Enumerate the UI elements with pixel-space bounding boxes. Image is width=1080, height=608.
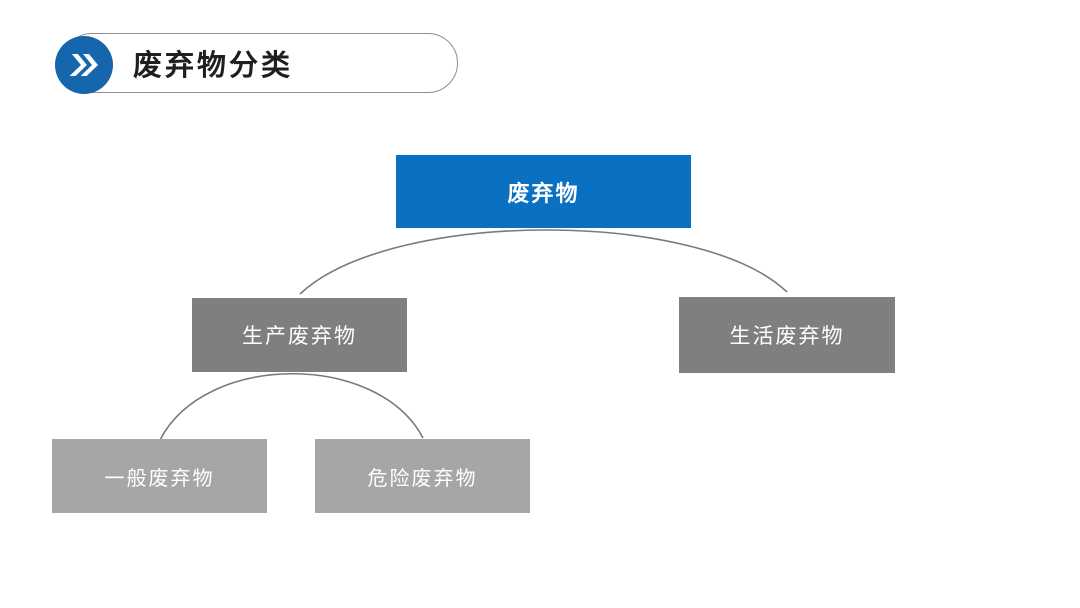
node-label: 危险废弃物	[367, 467, 478, 490]
double-chevron-right-icon	[67, 51, 101, 79]
node-household-waste: 生活废弃物	[679, 297, 895, 373]
node-label: 生产废弃物	[242, 324, 357, 348]
title-badge	[55, 36, 113, 94]
node-label: 生活废弃物	[729, 324, 845, 348]
page-title: 废弃物分类	[133, 50, 294, 82]
edge-production-to-children	[159, 372, 424, 441]
title-pill-outline	[62, 33, 458, 93]
node-hazardous-waste: 危险废弃物	[315, 439, 530, 513]
node-label: 一般废弃物	[104, 467, 215, 490]
node-waste-root: 废弃物	[396, 155, 691, 228]
node-label: 废弃物	[507, 180, 580, 206]
edge-root-to-children	[299, 229, 788, 295]
node-production-waste: 生产废弃物	[192, 298, 407, 372]
node-general-waste: 一般废弃物	[52, 439, 267, 513]
